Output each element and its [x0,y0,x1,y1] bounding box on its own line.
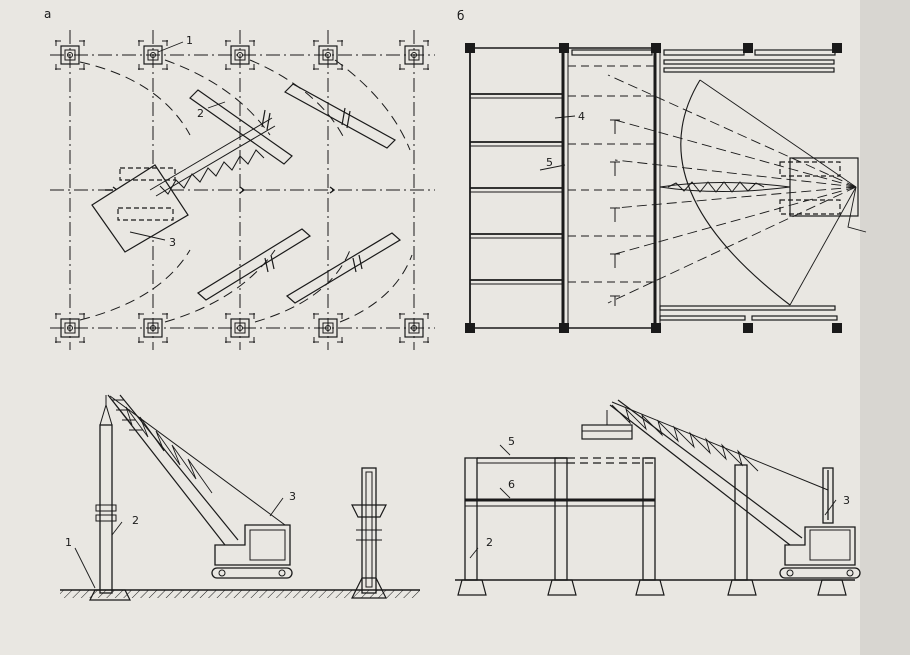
panel-a-label: а [44,7,51,21]
callout-eb-3: 3 [843,494,850,507]
callout-ea-3: 3 [289,490,296,503]
callout-ea-2: 2 [132,514,139,527]
callout-b-4: 4 [578,110,585,123]
callout-eb-2: 2 [486,536,493,549]
panel-b-label: б [457,9,464,23]
callout-a-3: 3 [169,236,176,249]
callout-eb-5: 5 [508,435,515,448]
panel-b-plan [465,43,867,333]
page-shadow [860,0,910,655]
callout-ea-1: 1 [65,536,72,549]
elevation-b [455,399,861,596]
callout-b-5: 5 [546,156,553,169]
callout-a-1: 1 [186,34,193,47]
elevation-a [60,394,420,601]
callout-eb-6: 6 [508,478,515,491]
callout-a-2: 2 [197,107,204,120]
panel-a-plan [50,30,435,350]
